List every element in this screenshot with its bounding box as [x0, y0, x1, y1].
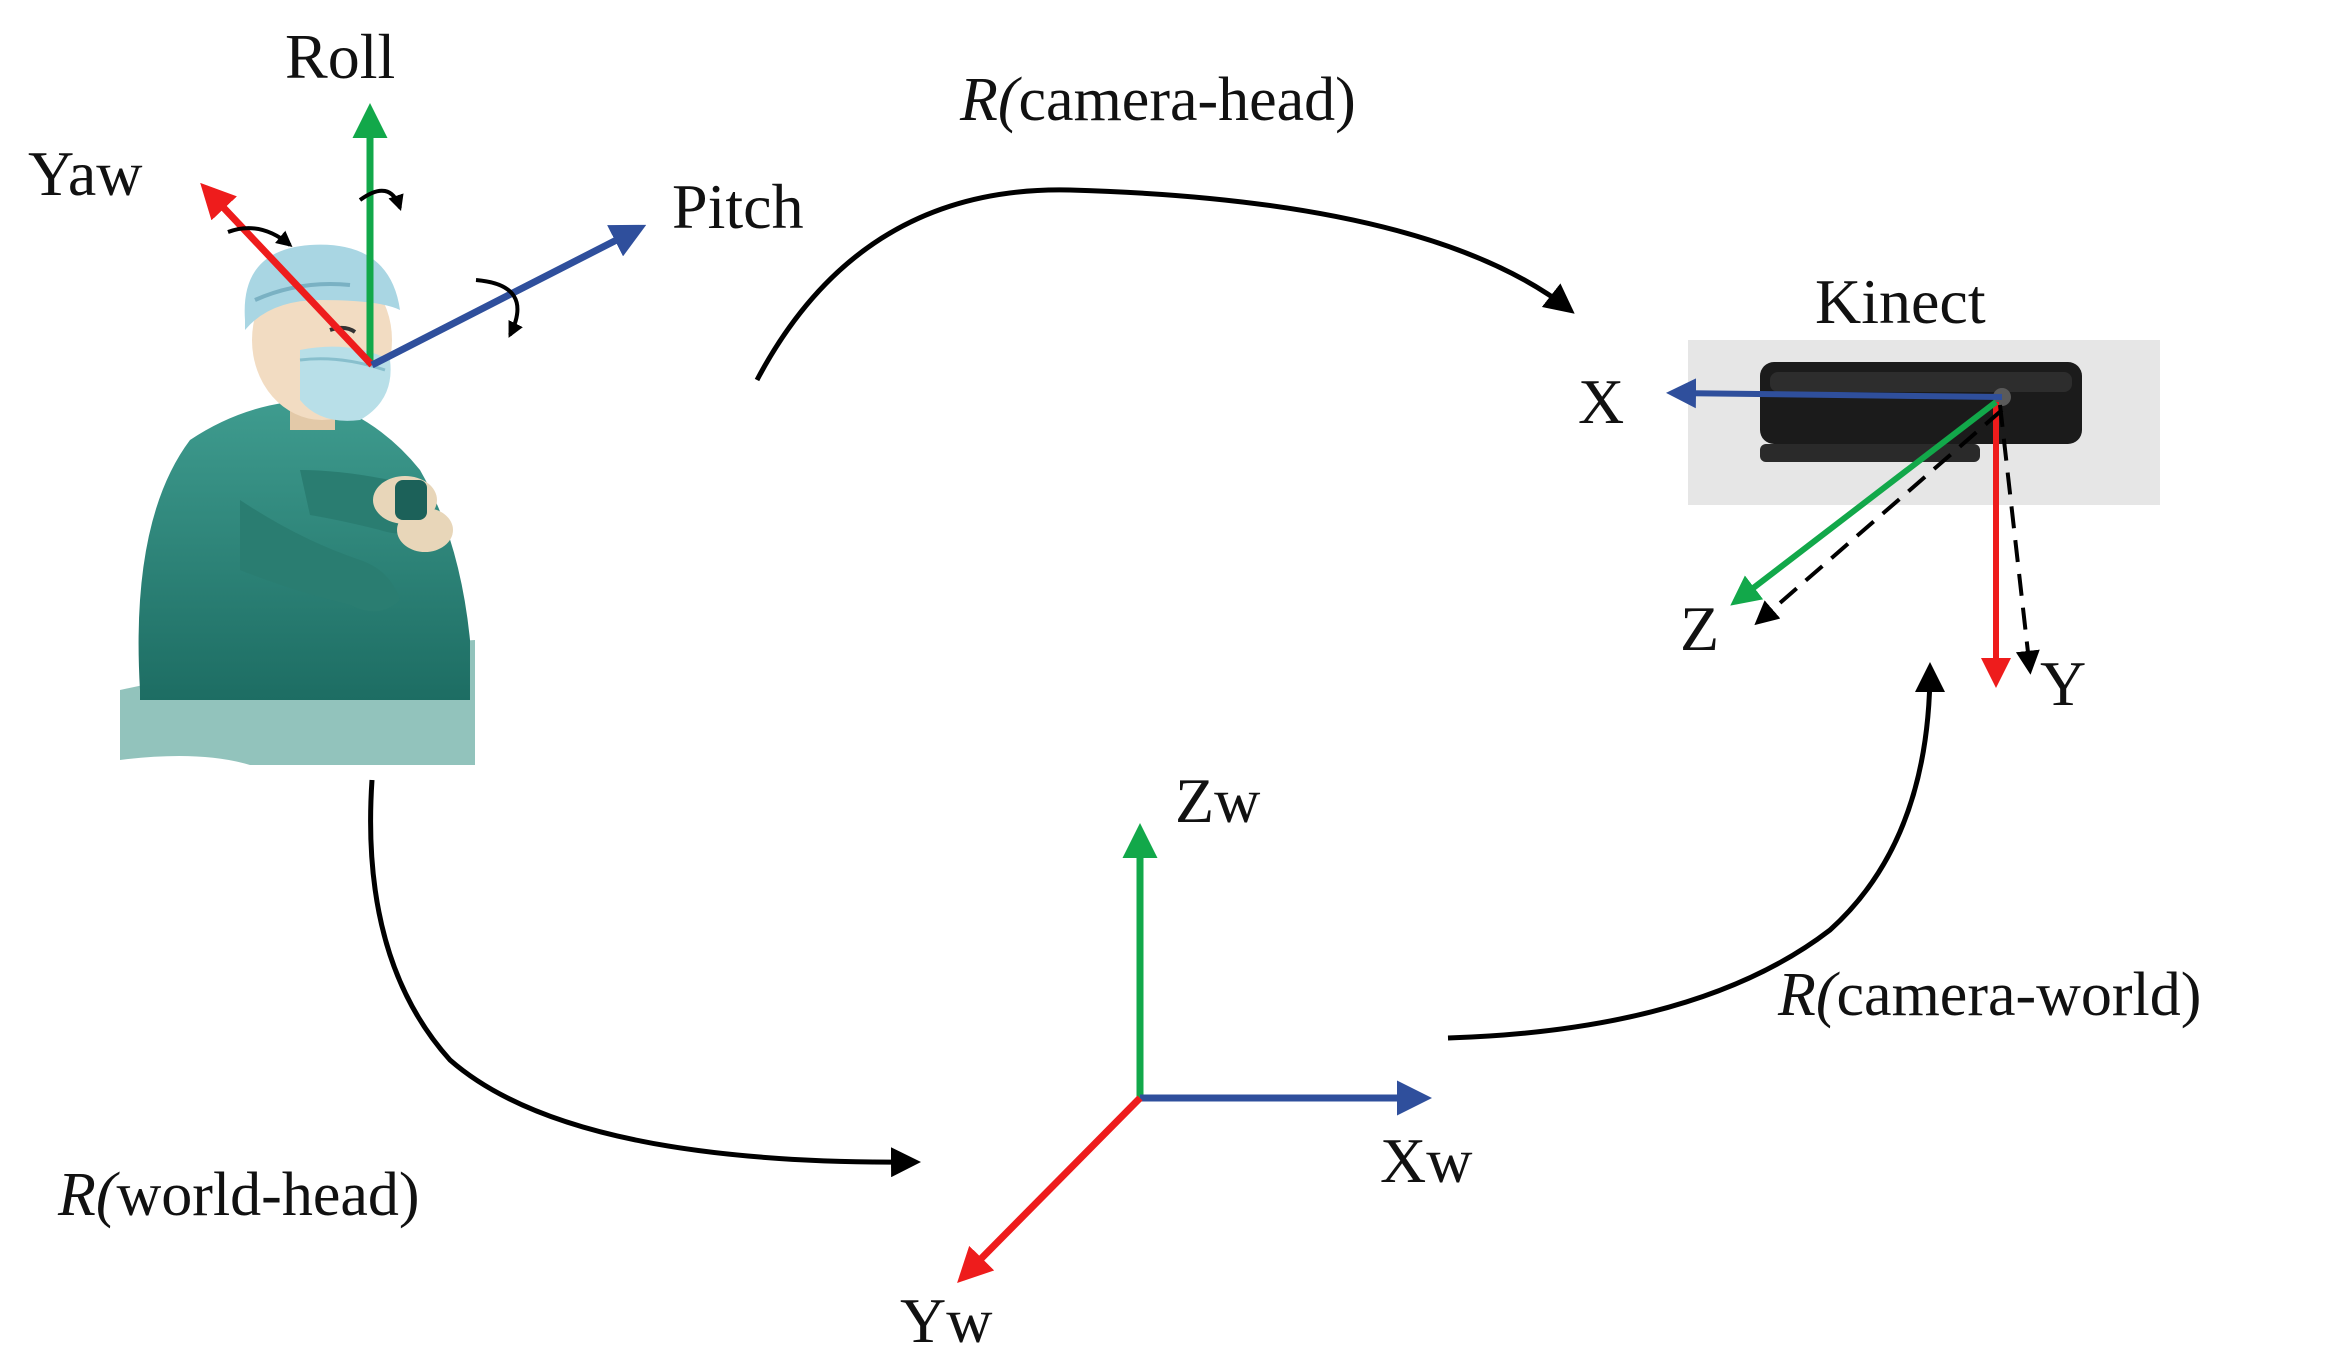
pitch-axis — [370, 224, 647, 369]
camera-head-symbol: R( — [959, 66, 1022, 134]
world-head-symbol: R( — [57, 1161, 120, 1229]
world-head-caption: R(world-head) — [57, 1161, 420, 1229]
world-head-text: world-head) — [117, 1161, 420, 1229]
roll-label: Roll — [285, 21, 395, 92]
camera-head-caption: R(camera-head) — [959, 66, 1356, 134]
yaw-label: Yaw — [28, 138, 142, 209]
world-zw-label: Zw — [1175, 765, 1260, 836]
world-yw-label: Yw — [900, 1285, 992, 1356]
camera-z-dashed-axis — [1754, 408, 2004, 626]
roll-rotation-arrow — [358, 188, 404, 212]
camera-y-label: Y — [2040, 648, 2086, 719]
world-head-arrow — [368, 779, 921, 1178]
camera-z-label: Z — [1680, 593, 1719, 664]
world-xw-label: Xw — [1380, 1125, 1472, 1196]
pitch-rotation-arrow — [475, 278, 523, 338]
camera-z-axis — [1730, 399, 1998, 606]
kinect-title: Kinect — [1815, 266, 1986, 337]
head-frame — [200, 103, 647, 369]
camera-world-symbol: R( — [1777, 961, 1840, 1029]
world-yw-axis — [957, 1095, 1143, 1283]
yaw-rotation-arrow — [227, 226, 293, 248]
pitch-label: Pitch — [672, 171, 804, 242]
camera-world-caption: R(camera-world) — [1777, 961, 2201, 1029]
camera-y-dashed-axis — [1998, 404, 2040, 675]
world-frame — [957, 823, 1432, 1283]
camera-frame — [1666, 378, 2040, 688]
camera-x-label: X — [1578, 366, 1624, 437]
camera-world-arrow — [1447, 662, 1945, 1041]
camera-head-text: camera-head) — [1019, 66, 1356, 134]
camera-world-text: camera-world) — [1837, 961, 2202, 1029]
camera-head-arrow — [754, 187, 1575, 382]
yaw-axis — [200, 182, 375, 368]
surgeon-illustration — [120, 244, 475, 765]
camera-x-axis — [1666, 378, 2003, 409]
